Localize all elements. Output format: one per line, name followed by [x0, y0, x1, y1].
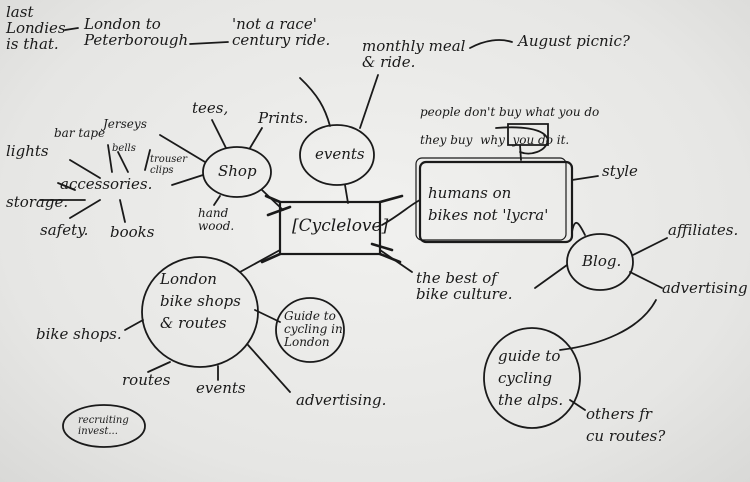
advertising-text: advertising. [296, 391, 387, 409]
bike-shops-text: bike shops. [36, 325, 122, 343]
shop-to-center-line [261, 189, 284, 211]
storage-text: storage. [6, 193, 69, 211]
humans-style-line [571, 175, 599, 181]
hand-wood-text: hand wood. [198, 206, 235, 233]
not-a-race-text: 'not a race' century ride. [232, 15, 331, 49]
best-of-line [379, 249, 413, 273]
london-bikeshops-text: London bike shops & routes [160, 270, 241, 332]
guide-london-circle [275, 297, 345, 363]
blog-left-line [534, 264, 568, 289]
tees-text: tees, [192, 99, 229, 117]
monthly-meal-text: monthly meal & ride. [362, 37, 466, 71]
london-routes-line [147, 361, 171, 373]
center-box-flourish [260, 194, 404, 264]
shop-circle [202, 146, 272, 198]
events-label: events [315, 145, 365, 163]
why-box [507, 123, 549, 146]
london-advertising-line [247, 344, 291, 393]
blog-circle [566, 233, 634, 291]
alps-others-line [569, 399, 586, 411]
shop-hand-line [213, 195, 221, 206]
accessories-text: accessories. [60, 175, 153, 193]
guide-alps-circle [483, 327, 581, 429]
shop-tees-line [211, 119, 227, 149]
events-circle [299, 124, 375, 186]
blog-label: Blog. [582, 252, 622, 270]
best-of-text: the best of bike culture. [416, 269, 513, 303]
london-bikeshops-line [124, 319, 144, 331]
others-routes-text: others fr cu routes? [586, 405, 666, 445]
last-lonnies-text: last Londies is that. [6, 3, 66, 53]
alps-to-blog-line [559, 299, 657, 351]
london-to-center-line [239, 249, 281, 273]
routes-text: routes [122, 371, 171, 389]
humans-to-center-line [381, 199, 421, 226]
shop-prints-line [249, 127, 263, 149]
shop-barbells-line [159, 134, 206, 163]
humans-on-bikes-text: humans on bikes not 'lycra' [428, 184, 549, 224]
blog-up-line [571, 221, 586, 236]
guide-cycling-london-text: Guide to cycling in London [284, 309, 343, 349]
recruiting-circle [62, 404, 146, 448]
august-picnic-text: August picnic? [518, 32, 630, 50]
affiliates-text: affiliates. [668, 221, 739, 239]
guide-alps-text: guide to cycling the alps. [498, 347, 564, 409]
humans-box-shadow [415, 157, 567, 241]
humans-box [418, 160, 574, 244]
bells-text: bells [112, 143, 136, 154]
top-line-2 [64, 27, 79, 31]
blog-affiliates-line [632, 237, 668, 256]
london-guide-line [254, 309, 281, 323]
london-peterborough-text: London to Peterborough [84, 15, 189, 49]
events-small-text: events [196, 379, 246, 397]
shop-accessories-line [171, 174, 204, 186]
shop-label: Shop [218, 162, 257, 180]
lights-text: lights [6, 142, 49, 160]
people-dont-buy-text: people don't buy what you do they buy wh… [420, 105, 600, 147]
top-line-3 [469, 39, 513, 49]
jerseys-text: Jerseys [103, 117, 147, 131]
trouser-clips-text: trouser clips [150, 154, 188, 176]
safety-text: safety. [40, 221, 89, 239]
events-up-line-1 [299, 77, 331, 127]
books-text: books [110, 223, 155, 241]
accessories-spokes [39, 144, 151, 223]
events-up-line-2 [359, 74, 379, 129]
events-to-center-line [344, 184, 349, 204]
prints-text: Prints. [258, 109, 309, 127]
top-line-1 [189, 41, 229, 45]
recruiting-text: recruiting invest... [78, 415, 129, 437]
style-text: style [602, 162, 638, 180]
advertising-blog-text: advertising [662, 279, 748, 297]
center-box [278, 200, 382, 256]
blog-advertising-line [629, 271, 663, 289]
center-label: [Cyclelove] [292, 216, 389, 236]
bar-tape-text: bar tape [54, 126, 106, 140]
